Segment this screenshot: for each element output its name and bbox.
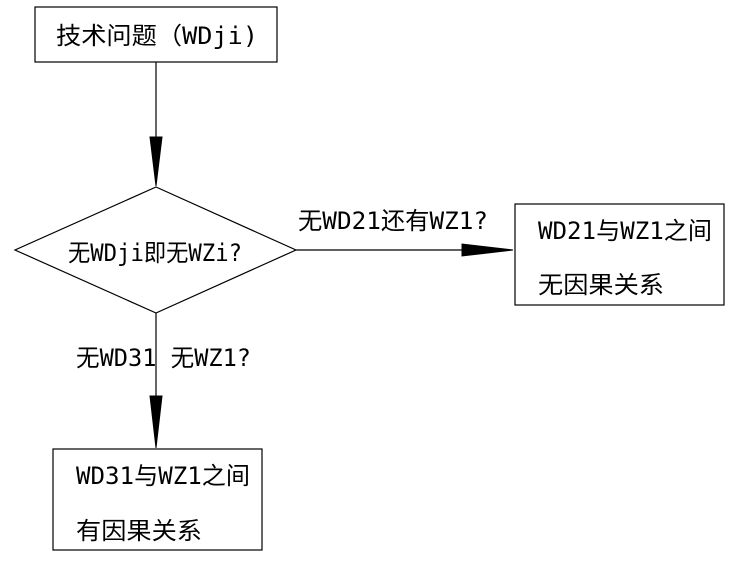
no-causal-box	[514, 203, 725, 306]
causal-box	[52, 448, 263, 551]
problem-label: 技术问题（WDji)	[56, 22, 258, 50]
causal-line2: 有因果关系	[76, 517, 202, 545]
arrowhead-down-2	[149, 395, 163, 449]
edge-down-label: 无WD31 无WZ1?	[76, 344, 251, 372]
problem-box	[34, 6, 278, 63]
decision-label: 无WDji即无WZi?	[68, 239, 242, 267]
edge-right-label: 无WD21还有WZ1?	[298, 207, 488, 235]
causal-line1: WD31与WZ1之间	[76, 462, 250, 490]
no-causal-line1: WD21与WZ1之间	[538, 217, 712, 245]
arrowhead-right	[461, 243, 514, 257]
no-causal-line2: 无因果关系	[538, 271, 664, 299]
arrowhead-down-1	[149, 136, 163, 187]
